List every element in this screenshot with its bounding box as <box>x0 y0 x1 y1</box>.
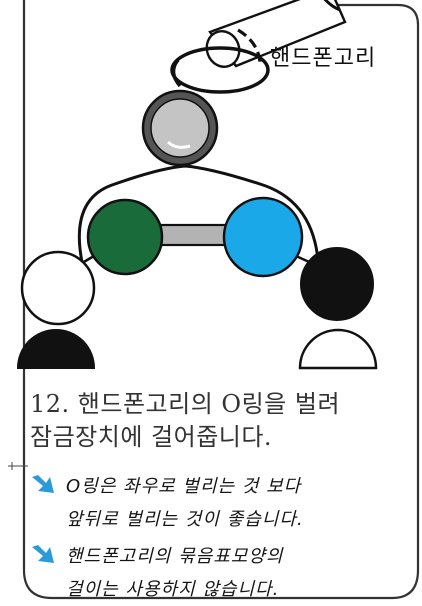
o-ring <box>170 28 270 94</box>
white-ball-right <box>298 328 378 370</box>
arrow-icon <box>32 545 54 563</box>
arrow-icon <box>32 475 54 493</box>
frame-border <box>22 0 420 600</box>
step-line-2: 잠금장치에 걸어줍니다. <box>30 423 273 451</box>
arch-line <box>77 164 320 263</box>
white-ball-left <box>20 250 96 326</box>
black-ball-right <box>300 247 374 321</box>
lock-ball <box>141 89 219 167</box>
note-line: 걸이는 사용하지 않습니다. <box>66 579 280 600</box>
blue-ball <box>222 196 304 278</box>
green-ball <box>86 198 164 276</box>
step-line-1: 12. 핸드폰고리의 O링을 벌려 <box>30 390 341 418</box>
note-text: O링은 좌우로 벌리는 것 보다 앞뒤로 벌리는 것이 좋습니다. <box>66 470 304 536</box>
note-line: 핸드폰고리의 묶음표모양의 <box>66 546 284 567</box>
step-instruction: 12. 핸드폰고리의 O링을 벌려 잠금장치에 걸어줍니다. <box>30 388 410 454</box>
note-line: O링은 좌우로 벌리는 것 보다 <box>66 476 302 497</box>
note-line: 앞뒤로 벌리는 것이 좋습니다. <box>66 509 304 530</box>
phone-strap-label: 핸드폰고리 <box>270 46 377 71</box>
black-ball-left <box>16 329 96 369</box>
note-text: 핸드폰고리의 묶음표모양의 걸이는 사용하지 않습니다. <box>66 540 283 606</box>
frame-tick <box>8 462 28 470</box>
